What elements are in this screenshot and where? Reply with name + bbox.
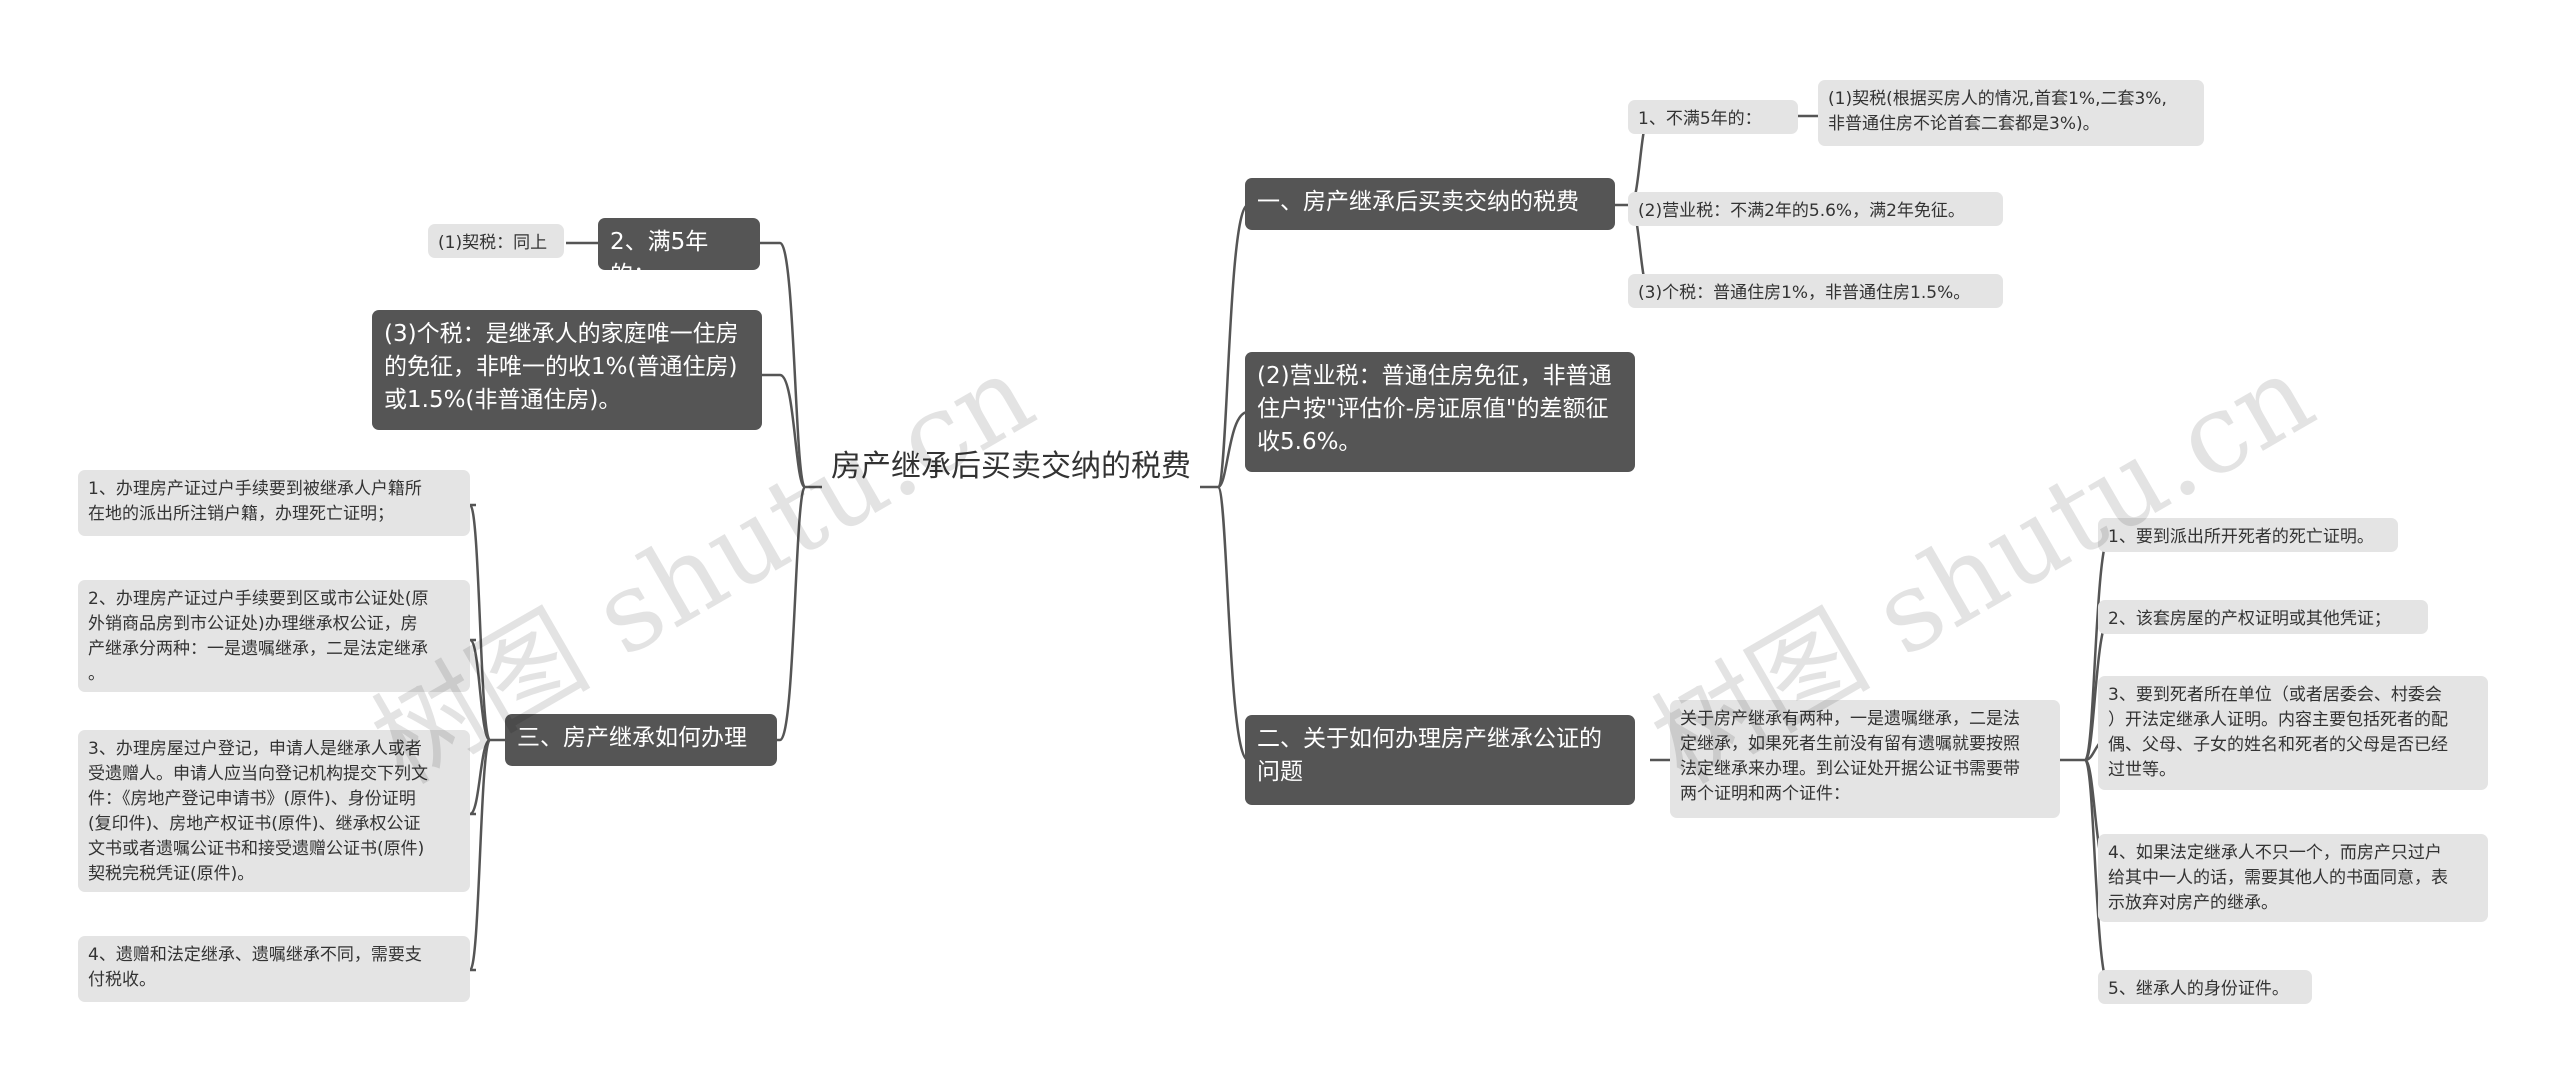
list-item-written-consent[interactable]: 4、如果法定继承人不只一个，而房产只过户 给其中一人的话，需要其他人的书面同意，…	[2098, 834, 2488, 922]
list-item-inheritance-notarization[interactable]: 2、办理房产证过户手续要到区或市公证处(原 外销商品房到市公证处)办理继承权公证…	[78, 580, 470, 692]
root-topic[interactable]: 房产继承后买卖交纳的税费	[831, 449, 1191, 484]
node-two-inheritance-types[interactable]: 关于房产继承有两种，一是遗嘱继承，二是法 定继承，如果死者生前没有留有遗嘱就要按…	[1670, 700, 2060, 818]
branch-notarization-question[interactable]: 二、关于如何办理房产继承公证的 问题	[1245, 715, 1635, 805]
list-item-cancel-household[interactable]: 1、办理房产证过户手续要到被继承人户籍所 在地的派出所注销户籍，办理死亡证明；	[78, 470, 470, 536]
node-income-tax-rates[interactable]: (3)个税：普通住房1%，非普通住房1.5%。	[1628, 274, 2003, 308]
branch-over-5-years[interactable]: 2、满5年的：	[598, 218, 760, 288]
node-deed-tax-same[interactable]: (1)契税：同上	[428, 224, 564, 258]
list-item-transfer-registration[interactable]: 3、办理房屋过户登记，申请人是继承人或者 受遗赠人。申请人应当向登记机构提交下列…	[78, 730, 470, 892]
list-item-id-documents[interactable]: 5、继承人的身份证件。	[2098, 970, 2312, 1004]
list-item-tax-payment[interactable]: 4、遗赠和法定继承、遗嘱继承不同，需要支 付税收。	[78, 936, 470, 1002]
node-business-tax-under-2[interactable]: (2)营业税：不满2年的5.6%，满2年免征。	[1628, 192, 2003, 226]
list-item-death-certificate[interactable]: 1、要到派出所开死者的死亡证明。	[2098, 518, 2398, 552]
list-item-heir-certificate[interactable]: 3、要到死者所在单位（或者居委会、村委会 ）开法定继承人证明。内容主要包括死者的…	[2098, 676, 2488, 790]
list-item-property-proof[interactable]: 2、该套房屋的产权证明或其他凭证；	[2098, 600, 2428, 634]
node-deed-tax-detail[interactable]: (1)契税(根据买房人的情况,首套1%,二套3%, 非普通住房不论首套二套都是3…	[1818, 80, 2204, 146]
branch-how-to-handle[interactable]: 三、房产继承如何办理	[505, 714, 777, 766]
branch-business-tax[interactable]: (2)营业税：普通住房免征，非普通 住户按"评估价-房证原值"的差额征 收5.6…	[1245, 352, 1635, 472]
branch-tax-after-inheritance[interactable]: 一、房产继承后买卖交纳的税费	[1245, 178, 1615, 230]
branch-income-tax-inheritor[interactable]: (3)个税：是继承人的家庭唯一住房 的免征，非唯一的收1%(普通住房) 或1.5…	[372, 310, 762, 430]
node-under-5-years[interactable]: 1、不满5年的：	[1628, 100, 1798, 134]
